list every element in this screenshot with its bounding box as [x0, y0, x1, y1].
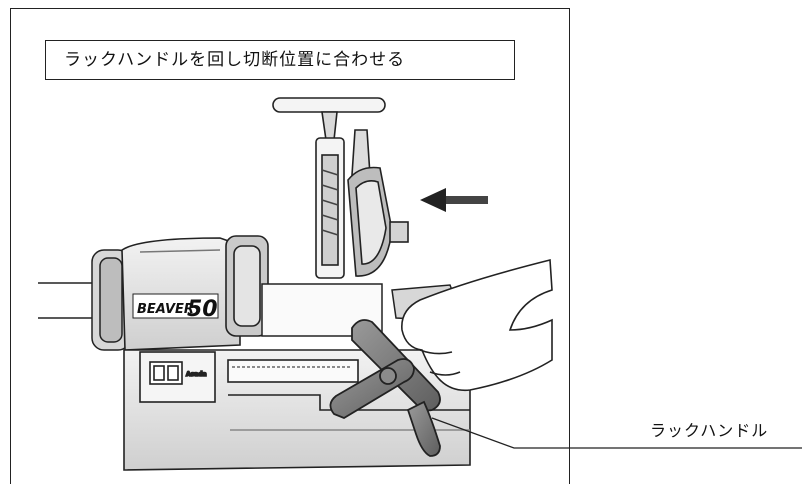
die-head-arm — [272, 97, 386, 279]
callout-leader — [431, 417, 802, 449]
model-text: 50 — [187, 297, 218, 322]
rack-handle — [329, 319, 441, 457]
direction-arrow — [420, 188, 488, 212]
hand — [401, 258, 553, 392]
callout-text: ラックハンドル — [650, 421, 769, 440]
front-chuck — [225, 235, 269, 337]
maker-text: Asada — [186, 371, 207, 378]
brand-badge: BEAVER 50 — [132, 293, 219, 322]
instruction-text: ラックハンドルを回し切断位置に合わせる — [64, 50, 406, 70]
illustration-frame — [10, 8, 570, 484]
rack-handle-callout-label: ラックハンドル — [650, 417, 768, 441]
cutter-disc — [347, 166, 409, 277]
instruction-caption: ラックハンドルを回し切断位置に合わせる — [45, 40, 515, 80]
brand-text: BEAVER — [137, 302, 194, 317]
